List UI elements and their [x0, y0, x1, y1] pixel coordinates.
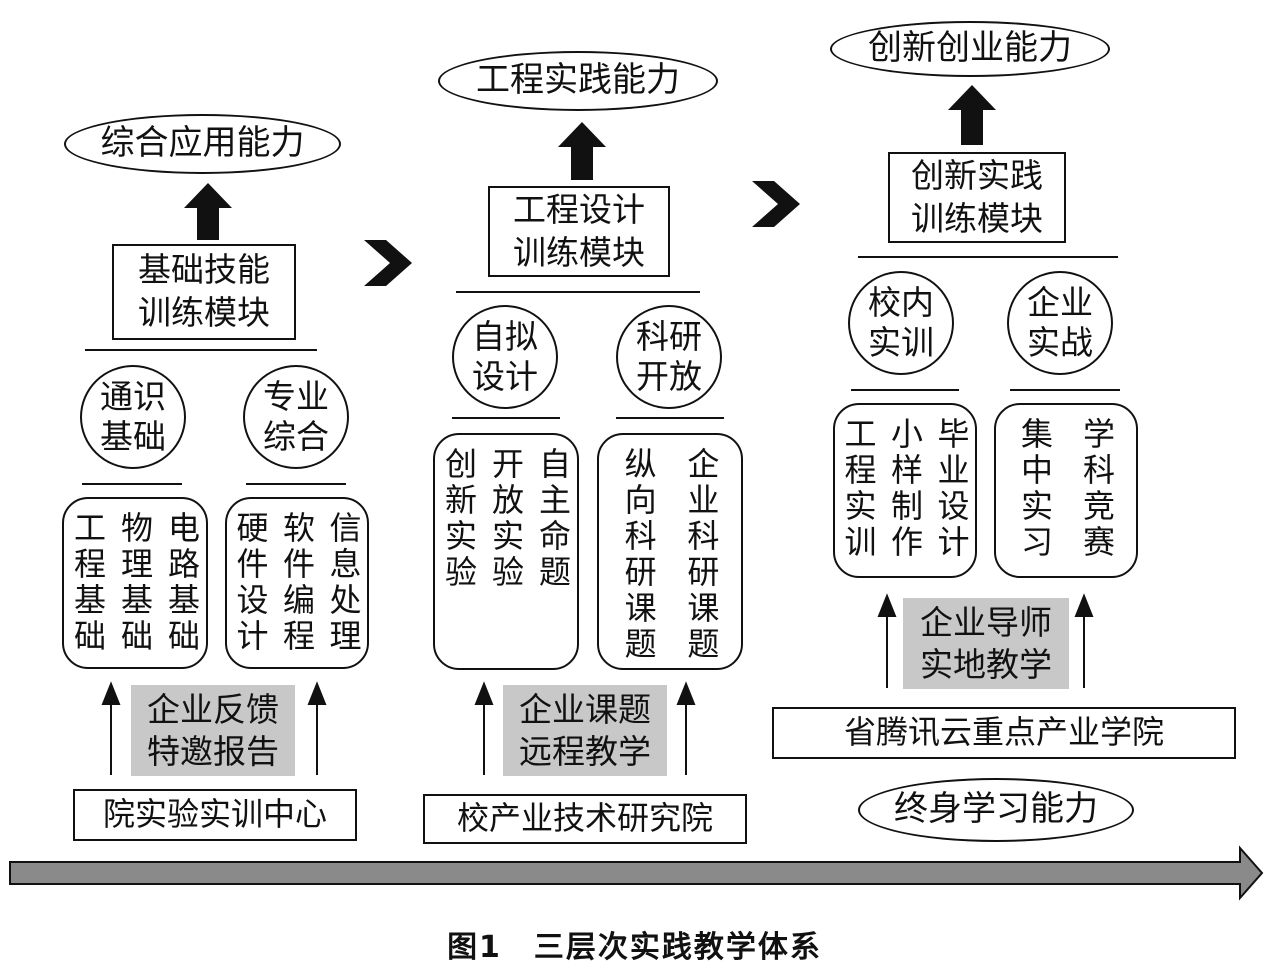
stage3-module-line1: 创新实践	[911, 155, 1043, 195]
stage3-outcome-oval: 创新创业能力	[830, 21, 1110, 77]
stage2-box-right-col1: 纵向科研课题	[619, 447, 658, 663]
timeline-arrow	[9, 845, 1264, 901]
stage1-module-line2: 训练模块	[138, 293, 270, 332]
stage2-divider-top	[456, 291, 700, 293]
chevron-right-icon-1	[364, 240, 412, 286]
stage1-support-label: 企业反馈 特邀报告	[131, 685, 295, 776]
stage2-box-left-col2: 开放实验	[487, 447, 525, 591]
stage1-circle-left-line1: 通识	[100, 377, 166, 417]
stage1-support-line2: 特邀报告	[147, 731, 279, 771]
stage2-circle-right: 科研 开放	[616, 305, 722, 409]
stage2-module-box: 工程设计 训练模块	[488, 186, 670, 277]
support-arrows-stage1	[101, 681, 327, 775]
stage3-circle-right-line1: 企业	[1027, 283, 1093, 323]
stage2-circle-right-line1: 科研	[636, 317, 702, 357]
stage2-divider-left	[452, 417, 560, 419]
stage3-divider-right	[1010, 389, 1120, 391]
stage3-circle-right-line2: 实战	[1027, 323, 1093, 362]
stage1-module-line1: 基础技能	[138, 250, 270, 290]
stage3-module-line2: 训练模块	[911, 198, 1043, 238]
stage1-circle-right-line2: 综合	[263, 417, 329, 456]
stage2-support-line2: 远程教学	[519, 731, 651, 771]
up-arrow-stage3	[948, 85, 996, 145]
stage3-support-label: 企业导师 实地教学	[903, 598, 1069, 689]
stage2-circle-left: 自拟 设计	[452, 305, 558, 409]
stage3-divider-left	[851, 389, 959, 391]
stage3-box-right-col2: 学科竞赛	[1078, 417, 1116, 561]
stage3-circle-left-line2: 实训	[868, 323, 934, 362]
stage1-support-line1: 企业反馈	[147, 690, 279, 730]
stage1-box-right-col3: 信息处理	[324, 511, 363, 655]
stage1-box-left: 工程基础 物理基础 电路基础	[62, 497, 208, 669]
chevron-right-icon-2	[752, 181, 800, 227]
stage3-module-box: 创新实践 训练模块	[888, 152, 1066, 243]
stage1-circle-right: 专业 综合	[243, 365, 349, 469]
stage2-module-line1: 工程设计	[513, 189, 645, 229]
stage2-circle-right-line2: 开放	[636, 357, 702, 396]
stage1-divider-left	[82, 483, 182, 485]
stage1-box-left-col1: 工程基础	[69, 511, 107, 655]
figure-caption: 图1 三层次实践教学体系	[447, 930, 822, 965]
stage3-support-line1: 企业导师	[920, 603, 1052, 643]
stage3-box-left-col1: 工程实训	[839, 417, 878, 561]
stage3-circle-left-line1: 校内	[868, 283, 934, 323]
up-arrow-stage1	[184, 183, 232, 240]
stage3-box-left-col3: 毕业设计	[932, 417, 971, 561]
stage1-circle-left: 通识 基础	[80, 365, 186, 469]
stage1-divider-right	[246, 483, 346, 485]
stage2-support-label: 企业课题 远程教学	[503, 685, 667, 776]
stage3-box-left: 工程实训 小样制作 毕业设计	[833, 403, 977, 578]
stage2-box-left: 创新实验 开放实验 自主命题	[433, 433, 579, 670]
stage2-box-right-col2: 企业科研课题	[682, 447, 721, 663]
stage3-support-line2: 实地教学	[920, 644, 1052, 684]
stage2-base-box: 校产业技术研究院	[423, 794, 747, 844]
stage1-circle-left-line2: 基础	[100, 417, 166, 456]
stage1-circle-right-line1: 专业	[263, 377, 329, 417]
stage1-module-box: 基础技能 训练模块	[112, 244, 296, 340]
stage2-divider-right	[616, 417, 724, 419]
stage1-box-right: 硬件设计 软件编程 信息处理	[225, 497, 369, 669]
stage2-outcome-oval: 工程实践能力	[438, 51, 718, 111]
stage3-circle-right: 企业 实战	[1007, 271, 1113, 375]
support-arrows-stage3	[877, 593, 1094, 688]
up-arrow-stage2	[558, 122, 606, 180]
stage1-divider-top	[85, 349, 317, 351]
stage2-box-right: 纵向科研课题 企业科研课题	[597, 433, 743, 670]
stage1-box-right-col1: 硬件设计	[231, 511, 270, 655]
stage1-outcome-oval: 综合应用能力	[64, 114, 341, 174]
stage3-box-right: 集中实习 学科竞赛	[994, 403, 1138, 578]
stage3-circle-left: 校内 实训	[848, 271, 954, 375]
stage3-divider-top	[858, 256, 1118, 258]
stage2-box-left-col3: 自主命题	[534, 447, 572, 591]
stage2-module-line2: 训练模块	[513, 232, 645, 272]
stage3-box-right-col1: 集中实习	[1016, 417, 1054, 561]
stage1-box-left-col3: 电路基础	[163, 511, 201, 655]
stage3-base-box: 省腾讯云重点产业学院	[772, 707, 1236, 759]
stage2-circle-left-line1: 自拟	[472, 317, 538, 357]
stage2-support-line1: 企业课题	[519, 690, 651, 730]
support-arrows-stage2	[474, 681, 696, 775]
stage3-extra-oval: 终身学习能力	[858, 778, 1134, 842]
stage3-box-left-col2: 小样制作	[886, 417, 924, 561]
stage1-box-right-col2: 软件编程	[278, 511, 316, 655]
stage1-box-left-col2: 物理基础	[116, 511, 154, 655]
stage2-circle-left-line2: 设计	[472, 357, 538, 396]
stage2-box-left-col1: 创新实验	[440, 447, 478, 591]
stage1-base-box: 院实验实训中心	[73, 789, 357, 841]
